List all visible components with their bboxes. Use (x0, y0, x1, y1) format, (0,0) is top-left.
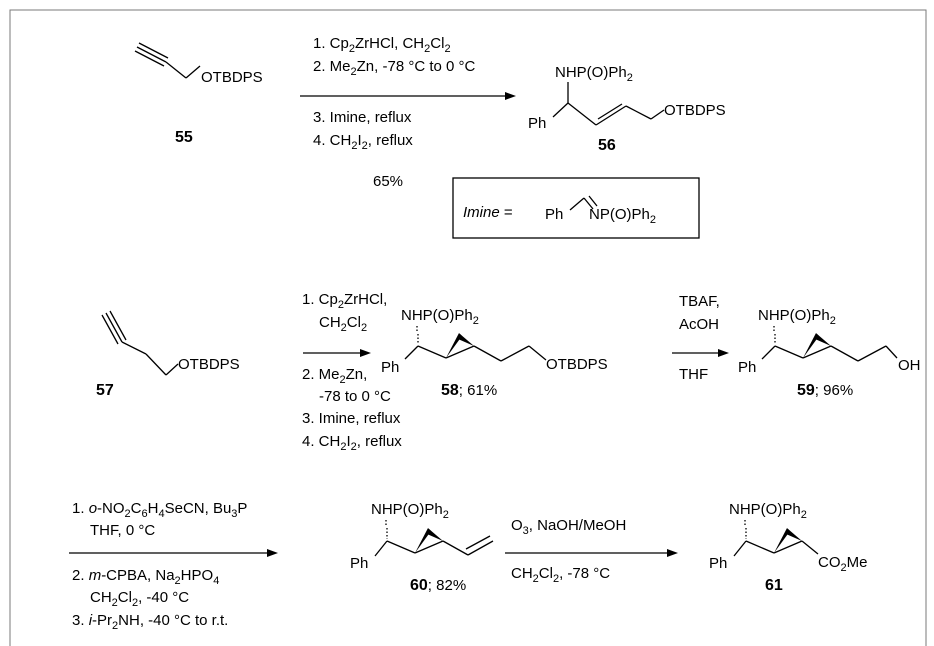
compound-label-56: 56 (598, 137, 616, 154)
compound-label-58: 58; 61% (441, 382, 497, 399)
reagent-3-line-2: AcOH (679, 316, 719, 333)
arrow-head-4 (267, 549, 278, 557)
svg-text:Ph: Ph (738, 359, 756, 376)
imine-definition-box (452, 177, 700, 239)
reagent-2-step-1-solvent: CH2Cl2 (319, 314, 367, 334)
compound-59-structure: NHP(O)Ph2 Ph OH (738, 307, 921, 376)
compound-61-structure: NHP(O)Ph2 Ph CO2Me (709, 501, 867, 574)
compound-60-structure: NHP(O)Ph2 Ph (350, 501, 494, 572)
otbdps-group: OTBDPS (546, 356, 608, 373)
compound-58-structure: NHP(O)Ph2 Ph OTBDPS (381, 307, 608, 376)
compound-label-60: 60; 82% (410, 577, 466, 594)
reagent-5-line-1: O3, NaOH/MeOH (511, 517, 626, 537)
arrow-head-2 (360, 349, 371, 357)
reagent-2-step-2-conditions: -78 to 0 °C (319, 388, 391, 405)
svg-text:Ph: Ph (545, 206, 563, 223)
reagent-3-solvent: THF (679, 366, 708, 383)
reagent-1-step-2: 2. Me2Zn, -78 °C to 0 °C (313, 58, 476, 78)
otbdps-group: OTBDPS (178, 356, 240, 373)
reagent-1-step-3: 3. Imine, reflux (313, 109, 412, 126)
reagent-2-step-3: 3. Imine, reflux (302, 410, 401, 427)
yield-reaction-1: 65% (373, 173, 403, 190)
otbdps-group: OTBDPS (201, 69, 263, 86)
reagent-2-step-1: 1. Cp2ZrHCl, (302, 291, 387, 311)
svg-text:NHP(O)Ph2: NHP(O)Ph2 (401, 307, 479, 327)
compound-label-61: 61 (765, 577, 783, 594)
reagent-2-step-2: 2. Me2Zn, (302, 366, 367, 386)
reagent-3-line-1: TBAF, (679, 293, 720, 310)
arrow-head-1 (505, 92, 516, 100)
scheme-frame (9, 9, 927, 646)
svg-text:NHP(O)Ph2: NHP(O)Ph2 (371, 501, 449, 521)
reagent-1-step-1: 1. Cp2ZrHCl, CH2Cl2 (313, 35, 451, 55)
arrow-head-5 (667, 549, 678, 557)
svg-text:Ph: Ph (350, 555, 368, 572)
reagent-4-step-2: 2. m-CPBA, Na2HPO4 (72, 567, 219, 587)
svg-text:Ph: Ph (528, 115, 546, 132)
compound-label-55: 55 (175, 129, 193, 146)
reagent-4-step-2-conditions: CH2Cl2, -40 °C (90, 589, 189, 609)
svg-text:NHP(O)Ph2: NHP(O)Ph2 (729, 501, 807, 521)
reagent-2-step-4: 4. CH2I2, reflux (302, 433, 402, 453)
imine-structure: Ph NP(O)Ph2 (545, 195, 656, 226)
compound-label-57: 57 (96, 382, 114, 399)
reagent-1-step-4: 4. CH2I2, reflux (313, 132, 413, 152)
compound-label-59: 59; 96% (797, 382, 853, 399)
compound-55-structure: OTBDPS (134, 42, 263, 86)
svg-text:NP(O)Ph2: NP(O)Ph2 (589, 206, 656, 226)
svg-text:Ph: Ph (709, 555, 727, 572)
compound-57-structure: OTBDPS (101, 310, 240, 376)
reagent-4-step-3: 3. i-Pr2NH, -40 °C to r.t. (72, 612, 228, 632)
methyl-ester-group: CO2Me (818, 554, 867, 574)
reagent-5-line-2: CH2Cl2, -78 °C (511, 565, 610, 585)
hydroxyl-group: OH (898, 357, 921, 374)
arrow-head-3 (718, 349, 729, 357)
svg-text:Ph: Ph (381, 359, 399, 376)
svg-text:NHP(O)Ph2: NHP(O)Ph2 (758, 307, 836, 327)
reagent-4-step-1: 1. o-NO2C6H4SeCN, Bu3P (72, 500, 247, 520)
reagent-4-step-1-conditions: THF, 0 °C (90, 522, 155, 539)
otbdps-group: OTBDPS (664, 102, 726, 119)
imine-definition-label: Imine = (463, 204, 513, 221)
compound-56-structure: NHP(O)Ph2 Ph OTBDPS (528, 64, 726, 132)
svg-text:NHP(O)Ph2: NHP(O)Ph2 (555, 64, 633, 84)
